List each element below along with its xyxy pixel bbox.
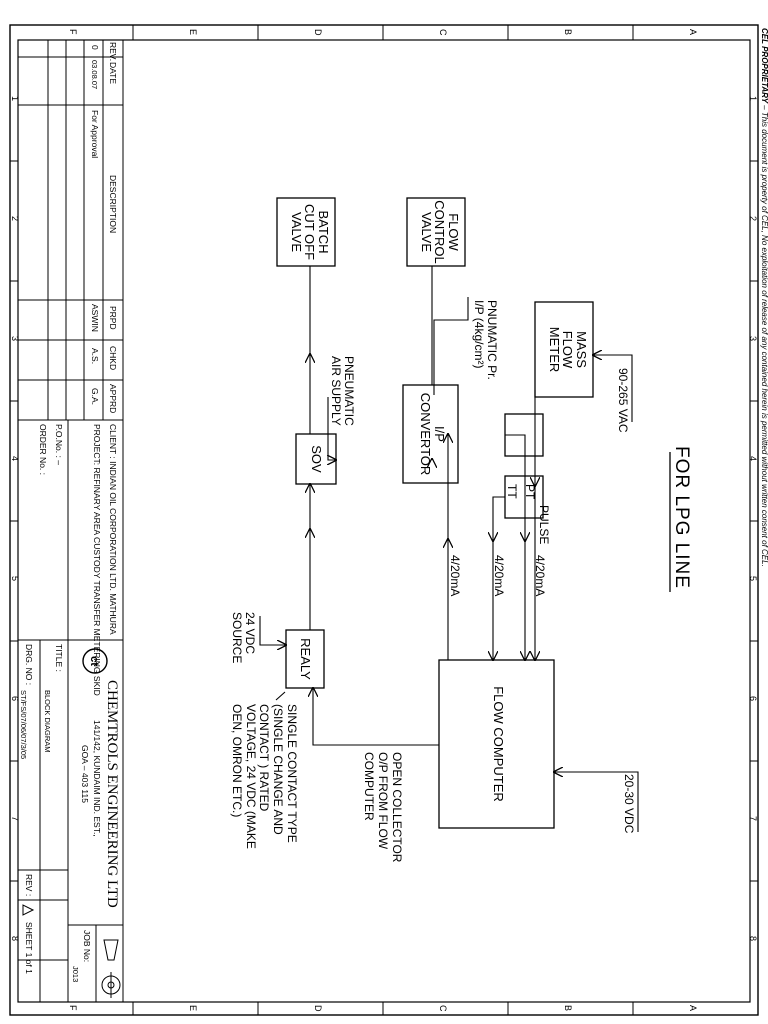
projection-symbol-icon xyxy=(101,939,121,998)
description-header: DESCRIPTION xyxy=(108,175,118,234)
zone-number: 6 xyxy=(748,696,758,702)
flow-computer-label: FLOW COMPUTER xyxy=(491,686,506,802)
ip-4-20ma-label: 4/20mA xyxy=(448,555,462,597)
zone-number: 1 xyxy=(748,96,758,102)
diagram-title: FOR LPG LINE xyxy=(671,446,692,589)
drg-value: ST/FS/07/06/07/3/05 xyxy=(19,690,28,760)
client-text: CLIENT : INDIAN OIL CORPORATION LTD. MAT… xyxy=(108,424,118,635)
rev-value: 0 xyxy=(90,45,100,50)
sheet-number: 1 xyxy=(24,952,34,958)
zone-letter: A xyxy=(688,29,698,36)
zone-number: 4 xyxy=(748,456,758,462)
zone-number: 5 xyxy=(10,576,20,582)
tt-label: TT xyxy=(505,484,519,499)
batch-cut-off-valve-box xyxy=(276,197,336,267)
rev-triangle-icon xyxy=(22,904,35,916)
realy-box xyxy=(285,629,325,689)
po-number-text: P.O.No. : – xyxy=(54,424,64,465)
rev-header: REV. xyxy=(108,42,118,62)
chkd-header: CHKD xyxy=(108,346,118,371)
zone-letter: C xyxy=(438,1005,448,1012)
ip-convertor-box xyxy=(402,384,459,484)
zone-letter: B xyxy=(563,1005,573,1012)
zone-letter: E xyxy=(188,29,198,36)
zone-letter: C xyxy=(438,29,448,36)
zone-letter: D xyxy=(313,29,323,36)
rev-label: REV : xyxy=(24,874,34,897)
sheet-info: SHEET 1 of 1 xyxy=(24,922,34,974)
date-value: 03.08.07 xyxy=(90,60,99,90)
pt-label: PT xyxy=(523,484,537,500)
project-text: PROJECT: REFINARY AREA CUSTODY TRANSFER … xyxy=(92,424,102,696)
vac-supply-label: 90-265 VAC xyxy=(616,368,630,433)
title-value: BLOCK DIAGRAM xyxy=(43,690,52,753)
ip-convertor-label: I/P CONVERTOR xyxy=(418,392,447,476)
date-header: DATE xyxy=(108,62,118,85)
outer-border xyxy=(9,24,759,1016)
title-block-frame xyxy=(17,39,124,1003)
zone-number: 8 xyxy=(748,936,758,942)
proprietary-text: – This document is property of CEL, No e… xyxy=(760,105,768,567)
pneumatic-air-supply-label: PNEUMATIC AIR SUPPLY xyxy=(328,356,356,426)
zone-letter: F xyxy=(68,29,78,35)
drg-label: DRG. NO : xyxy=(24,644,34,686)
realy-label: REALY xyxy=(298,638,313,680)
zone-number: 2 xyxy=(10,216,20,222)
pulse-label: PULSE xyxy=(537,505,551,545)
description-value: For Approval xyxy=(90,110,100,159)
zone-number: 4 xyxy=(10,456,20,462)
zone-number: 1 xyxy=(10,96,20,102)
prpd-header: PRPD xyxy=(108,306,118,330)
zone-ticks xyxy=(10,25,758,1015)
zone-letter: E xyxy=(188,1005,198,1012)
zone-letter: B xyxy=(563,29,573,36)
proprietary-label: CEL PROPRIETARY xyxy=(760,28,768,103)
vdc-source-label: 24 VDC SOURCE xyxy=(229,612,257,664)
zone-number: 5 xyxy=(748,576,758,582)
company-name: CHEMTROLS ENGINEERING LTD xyxy=(104,680,120,908)
zone-number: 7 xyxy=(10,816,20,822)
vdc-fc-label: 20-30 VDC xyxy=(622,774,636,834)
zone-number: 2 xyxy=(748,216,758,222)
proprietary-notice: CEL PROPRIETARY – This document is prope… xyxy=(760,28,768,567)
zone-letter: A xyxy=(688,1005,698,1012)
job-no-value: J013 xyxy=(71,966,80,983)
company-address: 141/142, KUNDAIM IND. EST., xyxy=(92,720,102,837)
zone-number: 3 xyxy=(10,336,20,342)
zone-letter: F xyxy=(68,1005,78,1011)
mass-flow-meter-box xyxy=(534,301,594,398)
sheet-label: SHEET xyxy=(24,922,34,951)
sov-label: SOV xyxy=(309,445,324,473)
prpd-value: ASWIN xyxy=(90,304,100,332)
zone-letter: D xyxy=(313,1005,323,1012)
company-city: GOA – 403 115 xyxy=(80,745,90,803)
tt-4-20ma-label: 4/20mA xyxy=(492,555,506,597)
svg-text:ct: ct xyxy=(88,656,100,666)
zone-number: 7 xyxy=(748,816,758,822)
flow-control-valve-box xyxy=(406,197,466,267)
title-label: TITLE : xyxy=(54,644,64,672)
chkd-value: A.S. xyxy=(90,348,100,365)
batch-cut-off-valve-label: BATCH CUT OFF VALVE xyxy=(288,203,331,261)
job-no-label: JOB No: xyxy=(82,930,92,963)
pneumatic-pressure-label: PNUMATIC Pr. I/P (4kg/cm²) xyxy=(471,300,499,380)
sheet-of: of xyxy=(24,959,34,967)
order-number-text: ORDER No. : xyxy=(38,424,48,476)
zone-number: 8 xyxy=(10,936,20,942)
open-collector-label: OPEN COLLECTOR O/P FROM FLOW COMPUTER xyxy=(362,752,404,863)
mass-flow-meter-label: MASS FLOW METER xyxy=(546,326,589,373)
zone-number: 3 xyxy=(748,336,758,342)
company-logo: ct xyxy=(82,648,108,674)
pulse-4-20ma-label: 4/20mA xyxy=(533,555,547,597)
flow-control-valve-label: FLOW CONTROL VALVE xyxy=(418,200,461,264)
appd-value: G.A. xyxy=(90,388,100,406)
contact-note-label: SINGLE CONTACT TYPE (SINGLE CHANGE AND C… xyxy=(229,704,299,849)
sheet-total: 1 xyxy=(24,969,34,974)
appd-header: APPRD xyxy=(108,384,118,414)
